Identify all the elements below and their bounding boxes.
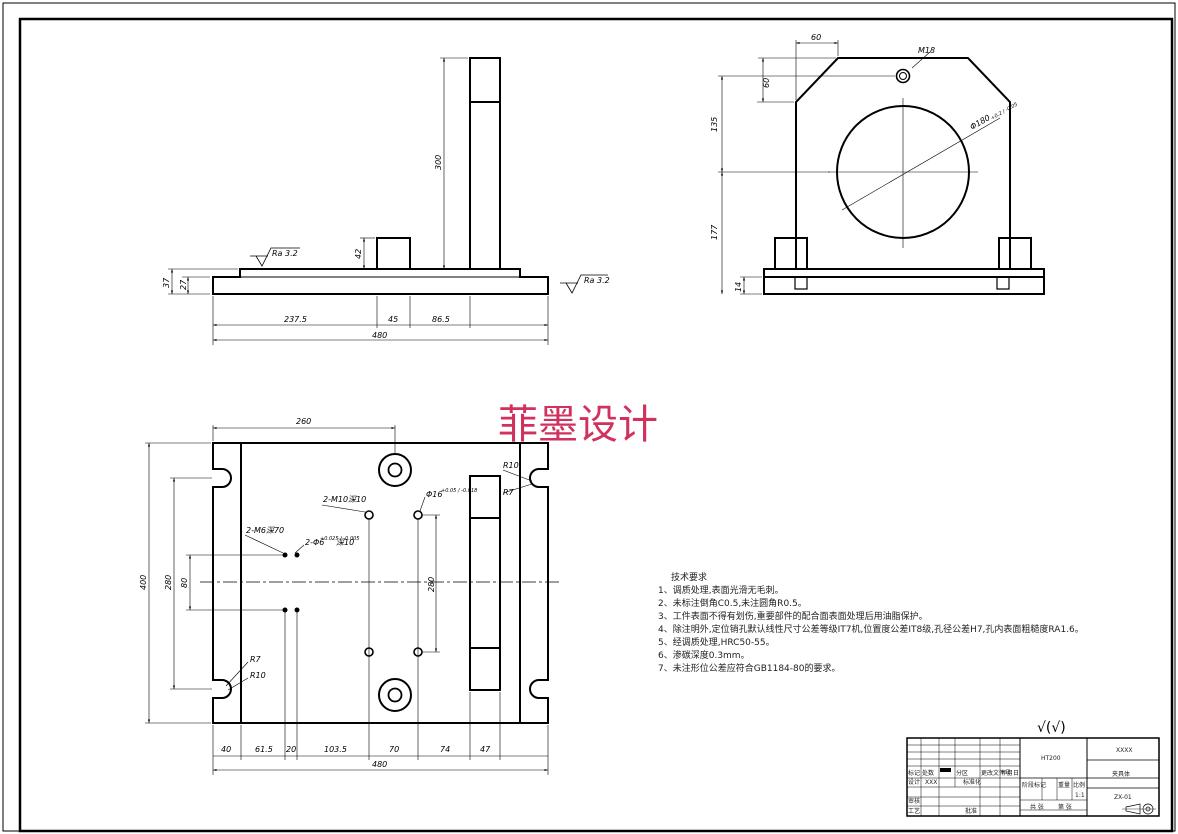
top-plate-outline xyxy=(212,442,549,724)
top-rib xyxy=(469,475,501,691)
front-dim-width: 480 xyxy=(372,331,387,340)
tb-scale: 1:1 xyxy=(1075,792,1085,799)
top-dim-radius-bot-b: R10 xyxy=(250,671,266,680)
front-dim-height-base: 27 xyxy=(179,279,188,290)
top-dim-pin-tol: +0.025 / -0.005 xyxy=(320,536,360,542)
tb-process-label: 工艺 xyxy=(908,807,920,815)
top-dim-width: 480 xyxy=(372,760,387,769)
top-dim-phi-tol: +0.05 / -0.018 xyxy=(441,488,477,494)
front-dim-block-height: 42 xyxy=(354,249,363,259)
top-dim-pitch-right: 280 xyxy=(427,577,436,592)
tb-scale-label: 比例 xyxy=(1073,781,1085,789)
front-dim-w3: 86.5 xyxy=(432,315,450,324)
tech-item-5: 5、经调质处理,HRC50-55。 xyxy=(658,636,775,648)
side-dim-top-width: 60 xyxy=(811,33,821,42)
top-dim-radius-bot-a: R7 xyxy=(250,655,262,664)
top-counterbore-lower xyxy=(378,678,412,712)
front-rib xyxy=(469,57,501,270)
top-dim-pitch-mid: 80 xyxy=(180,578,189,588)
top-dim-radius-top-a: R10 xyxy=(503,461,519,470)
side-dim-thread: M18 xyxy=(918,46,935,55)
tech-item-7: 7、未注形位公差应符合GB1184-80的要求。 xyxy=(658,662,840,674)
projection-symbol-icon xyxy=(1122,803,1156,815)
tb-sheet-total: 共 张 xyxy=(1030,803,1044,811)
side-thread-hole xyxy=(895,68,911,84)
tech-item-1: 1、调质处理,表面光滑无毛刺。 xyxy=(658,584,784,596)
top-hole-pin-a xyxy=(413,510,423,520)
front-dim-w1: 237.5 xyxy=(284,315,307,324)
side-pad-left xyxy=(774,237,808,270)
top-dim-b3: 20 xyxy=(286,745,296,754)
tb-zone-label: 分区 xyxy=(956,769,968,777)
top-dim-phi: Φ16 xyxy=(426,490,442,499)
tb-part-name: 夹具体 xyxy=(1112,770,1130,778)
tb-material: HT200 xyxy=(1041,755,1061,762)
tb-doc-label: 更改文件号 xyxy=(981,769,1011,777)
side-dim-bore: Φ180 xyxy=(969,113,992,132)
tb-company: XXXX xyxy=(1116,747,1132,754)
top-dim-m6: 2-M6深70 xyxy=(246,526,284,535)
tb-standard-label: 标准化 xyxy=(963,778,981,786)
front-base-outline xyxy=(212,268,549,295)
tb-drawing-no: ZX-01 xyxy=(1114,794,1132,801)
tb-designer-label: 设计 xyxy=(908,778,920,786)
top-counterbore-upper xyxy=(378,453,412,487)
tb-approve-label: 批准 xyxy=(965,807,977,815)
tech-requirements: 技术要求 1、调质处理,表面光滑无毛刺。 2、未标注倒角C0.5,未注圆角R0.… xyxy=(658,571,1084,674)
side-dim-lower-height: 177 xyxy=(710,224,719,240)
top-dim-pitch-left: 280 xyxy=(164,575,173,590)
tech-item-3: 3、工件表面不得有划伤,重要部件的配合面表面处理后用油脂保护。 xyxy=(658,610,928,622)
tb-sheet-no: 第 张 xyxy=(1058,803,1072,811)
side-dim-top-depth: 60 xyxy=(762,78,771,88)
surface-finish-symbol: √(√) xyxy=(1037,720,1066,736)
top-dim-m10: 2-M10深10 xyxy=(323,495,366,504)
top-dim-b2: 61.5 xyxy=(255,745,273,754)
top-dim-b7: 47 xyxy=(480,745,491,754)
tech-item-2: 2、未标注倒角C0.5,未注圆角R0.5。 xyxy=(658,597,807,609)
front-dim-w2: 45 xyxy=(388,315,398,324)
tech-item-6: 6、渗碳深度0.3mm。 xyxy=(658,649,750,661)
front-block xyxy=(376,237,411,270)
top-dim-b5: 70 xyxy=(389,745,399,754)
tech-title: 技术要求 xyxy=(671,571,707,583)
front-roughness-right: Ra 3.2 xyxy=(584,276,610,285)
front-dim-height-total: 37 xyxy=(162,277,171,288)
tech-item-4: 4、除注明外,定位销孔默认线性尺寸公差等级IT7机,位置度公差IT8级,孔径公差… xyxy=(658,623,1084,635)
side-dim-bore-tol: +0.2 / -0.05 xyxy=(990,102,1019,122)
top-view xyxy=(145,425,560,775)
watermark: 菲墨设计 xyxy=(498,402,658,448)
front-roughness-left: Ra 3.2 xyxy=(272,249,298,258)
side-pad-right xyxy=(998,237,1032,270)
title-block xyxy=(906,737,1160,817)
side-dim-base-thickness: 14 xyxy=(734,282,743,292)
inner-frame xyxy=(18,17,1174,833)
tb-count-label: 处数 xyxy=(922,769,934,777)
tb-weight-label: 重量 xyxy=(1058,781,1070,789)
side-view xyxy=(718,40,1045,295)
top-dim-b1: 40 xyxy=(221,745,231,754)
top-dim-pin-depth: 深10 xyxy=(336,538,354,547)
side-body-outline xyxy=(795,57,1011,269)
tb-stage-label: 阶段标记 xyxy=(1022,781,1046,789)
top-dim-b6: 74 xyxy=(440,745,450,754)
top-hole-m10-a xyxy=(364,510,374,520)
side-dim-upper-height: 135 xyxy=(710,117,719,132)
top-dim-radius-top-b: R7 xyxy=(503,488,515,497)
front-view xyxy=(168,57,608,345)
top-dim-pin: 2-Φ6 xyxy=(305,538,324,547)
tb-designer: XXX xyxy=(925,779,937,786)
top-dim-height: 400 xyxy=(139,575,148,590)
tb-change-label: 标记 xyxy=(908,769,920,777)
top-dim-offset: 260 xyxy=(296,417,311,426)
top-dim-b4: 103.5 xyxy=(324,745,347,754)
tb-review-label: 审核 xyxy=(908,797,920,805)
tb-date-label: 年月日 xyxy=(1001,769,1019,777)
front-dim-rib-height: 300 xyxy=(434,155,443,170)
